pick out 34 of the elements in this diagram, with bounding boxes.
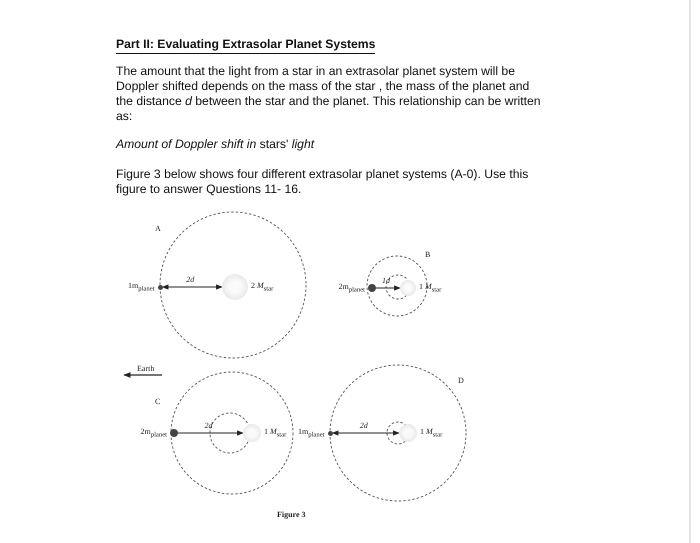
edge-label: 2d xyxy=(360,421,368,431)
star-glow xyxy=(222,274,248,300)
edge-label: 2d xyxy=(204,421,212,431)
distance-arrow xyxy=(332,430,400,436)
star-mass-label: 1 M$_{star}$ xyxy=(419,282,442,296)
edge-label: 2d xyxy=(186,275,194,285)
edge-label: 1d xyxy=(382,276,390,286)
system-letter: A xyxy=(155,224,161,234)
planet-dot xyxy=(368,284,376,292)
distance-arrow xyxy=(162,284,223,290)
star-glow xyxy=(243,424,261,442)
star-glow xyxy=(400,280,416,296)
system-letter: C xyxy=(155,397,160,407)
planet-dot xyxy=(170,429,178,437)
paragraph: Figure 3 below shows four different extrasolar planet systems (A-0). Use this figure to answer Questions 11- 16. xyxy=(116,167,530,197)
formula-text: Amount of Doppler shift in stars' light xyxy=(116,137,316,152)
star-glow xyxy=(399,424,417,442)
figure-caption: Figure 3 xyxy=(277,510,306,520)
distance-arrow xyxy=(376,285,401,291)
planet-dot xyxy=(158,284,162,290)
paragraph: The amount that the light from a star in an extrasolar planet system will be Doppler shifted depends on the mass of the star , the mass of the planet and the distance d between the star and the planet. This relationship can be written as: xyxy=(116,64,542,124)
system-letter: B xyxy=(425,250,430,260)
star-mass-label: 1 M$_{star}$ xyxy=(420,427,442,441)
planet-mass-label: 1m$_{planet}$ xyxy=(128,281,154,295)
star-mass-label: 1 M$_{star}$ xyxy=(264,427,286,441)
planet-mass-label: 1m$_{planet}$ xyxy=(298,427,324,441)
section-title: Part II: Evaluating Extrasolar Planet Systems xyxy=(116,37,376,54)
system-letter: D xyxy=(458,376,464,386)
planet-mass-label: 2m$_{planet}$ xyxy=(338,282,365,296)
planet-mass-label: 2m$_{planet}$ xyxy=(140,427,167,441)
planet-dot xyxy=(328,430,332,436)
direction-label: Earth xyxy=(137,364,154,374)
distance-arrow xyxy=(178,430,244,436)
star-mass-label: 2 M$_{star}$ xyxy=(251,281,274,295)
